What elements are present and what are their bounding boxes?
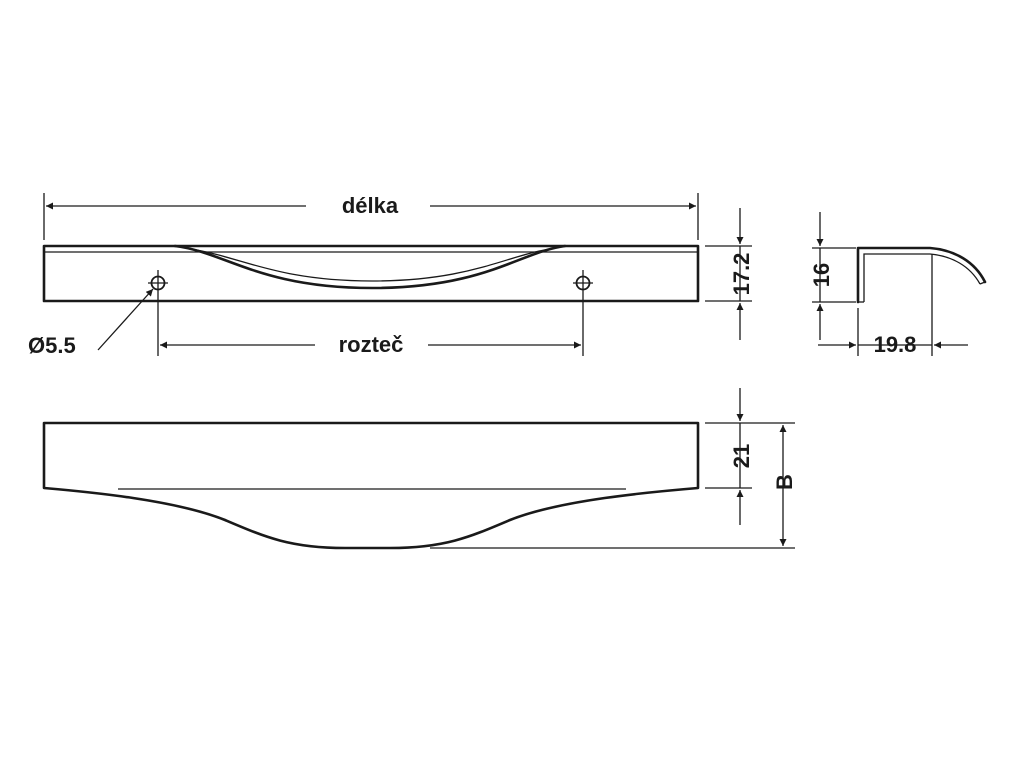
hole-diameter-label: Ø5.5 <box>28 333 76 358</box>
total-height-label: B <box>772 474 797 490</box>
hole-spacing-dimension: rozteč <box>157 296 584 357</box>
side-profile <box>856 246 987 304</box>
front-view-outline <box>42 244 700 303</box>
length-label: délka <box>342 193 399 218</box>
front-height-label: 17.2 <box>729 253 754 296</box>
side-profile-inner-line <box>863 253 981 302</box>
hole-diameter-leader: Ø5.5 <box>28 288 154 358</box>
length-dimension: délka <box>43 193 699 240</box>
bottom-view <box>42 421 700 550</box>
total-height-dimension: B <box>430 425 797 549</box>
front-view-grip-inner-curve <box>189 248 551 282</box>
front-height-dimension: 17.2 <box>705 208 754 340</box>
mounting-hole-right <box>573 270 593 296</box>
side-profile-outline <box>856 246 987 304</box>
lower-height-dimension: 21 <box>705 388 795 525</box>
bottom-view-outline <box>42 421 700 550</box>
lower-height-label: 21 <box>729 444 754 468</box>
front-view-grip-curve <box>173 244 567 290</box>
profile-depth-dimension: 19.8 <box>818 254 968 357</box>
hole-spacing-label: rozteč <box>339 332 404 357</box>
profile-height-label: 16 <box>809 263 834 287</box>
profile-depth-label: 19.8 <box>874 332 917 357</box>
profile-height-dimension: 16 <box>809 212 856 340</box>
mounting-hole-left <box>148 270 168 296</box>
front-view <box>42 244 700 303</box>
